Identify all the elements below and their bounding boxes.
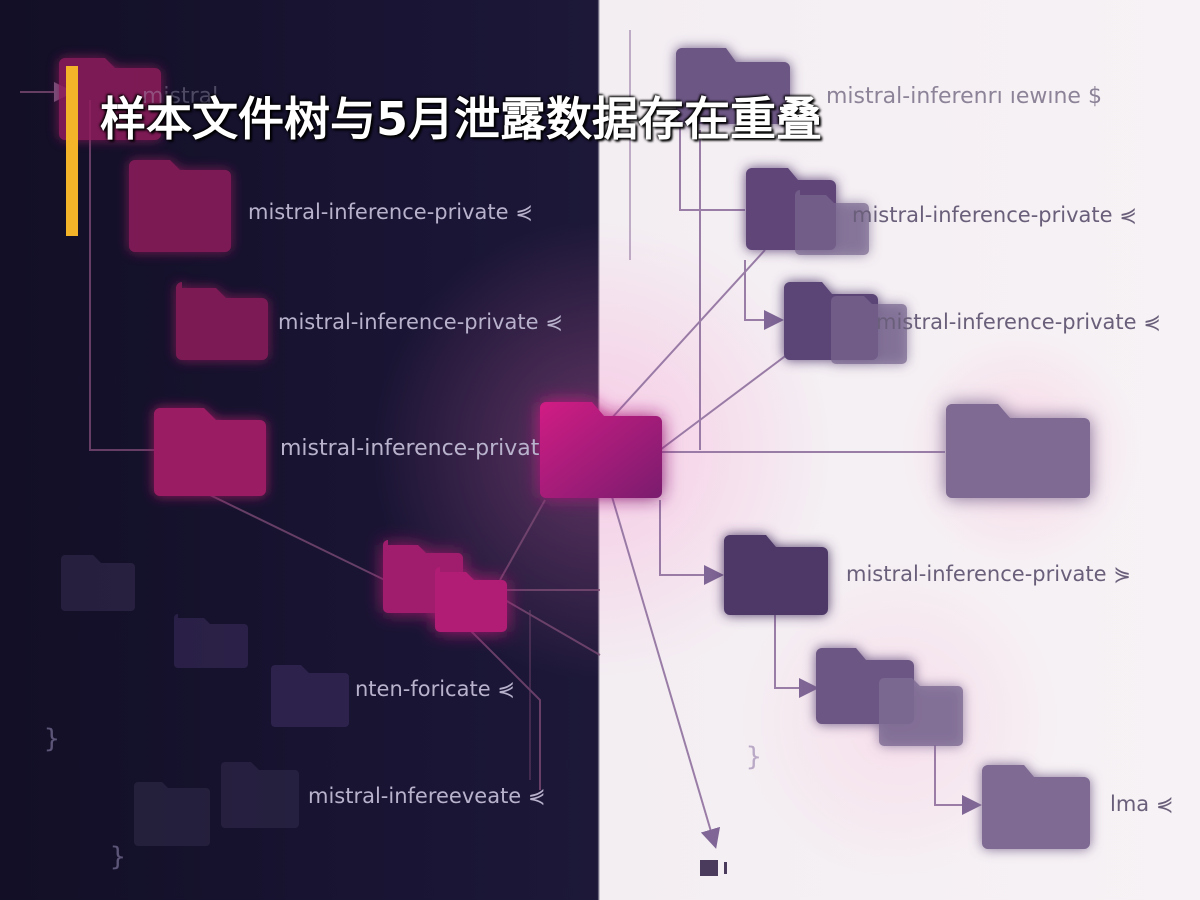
label-right-4: lma ⋞: [1110, 792, 1174, 816]
small-file-icon: [700, 860, 727, 876]
label-right-2: mistral-inference-private ⋞: [876, 310, 1161, 334]
folder-dark-faint-4: [221, 762, 299, 828]
folder-dark-stack: [383, 540, 507, 632]
label-left-2: mistral-inference-private ⋞: [278, 310, 563, 334]
connector-lines-left: [20, 82, 601, 790]
label-top-right: mistral-inferenrı ıewıne $: [826, 84, 1102, 109]
folder-dark-faint-1: [61, 555, 135, 611]
brace-left-b: }: [110, 842, 126, 872]
brace-right-a: }: [746, 742, 762, 772]
folder-dark-faint-5: [134, 782, 210, 846]
folder-dark-faint-2: [174, 614, 248, 668]
label-left-top: mistral: [142, 84, 219, 109]
folder-light-5: [724, 535, 828, 615]
brace-left-a: }: [44, 724, 60, 754]
folder-dark-faint-3: [271, 665, 349, 727]
label-left-5: mistral-infereeveate ⋞: [308, 784, 546, 808]
connector-lines-right: [609, 30, 982, 849]
label-left-4: nten-foricate ⋞: [355, 677, 515, 701]
folder-light-3: [784, 282, 907, 364]
folder-light-7: [982, 765, 1090, 849]
label-right-1: mistral-inference-private ⋞: [852, 203, 1137, 227]
folder-center: [540, 402, 662, 498]
headline-block: 样本文件树与5月泄露数据存在重叠: [66, 66, 926, 236]
folder-dark-top: [59, 58, 161, 140]
folder-dark-3: [176, 282, 268, 360]
label-left-3: mistral-inference-privat: [280, 436, 540, 461]
accent-bar: [66, 66, 78, 236]
folder-light-4: [946, 404, 1090, 498]
label-right-3: mistral-inference-private ⋟: [846, 562, 1131, 586]
folder-dark-2: [129, 160, 231, 252]
folder-dark-4: [154, 408, 266, 496]
label-left-1: mistral-inference-private ⋞: [248, 200, 533, 224]
folder-light-top: [676, 48, 790, 124]
folder-light-6: [816, 648, 963, 746]
headline: 样本文件树与5月泄露数据存在重叠: [100, 92, 823, 146]
folder-light-2: [746, 168, 869, 255]
